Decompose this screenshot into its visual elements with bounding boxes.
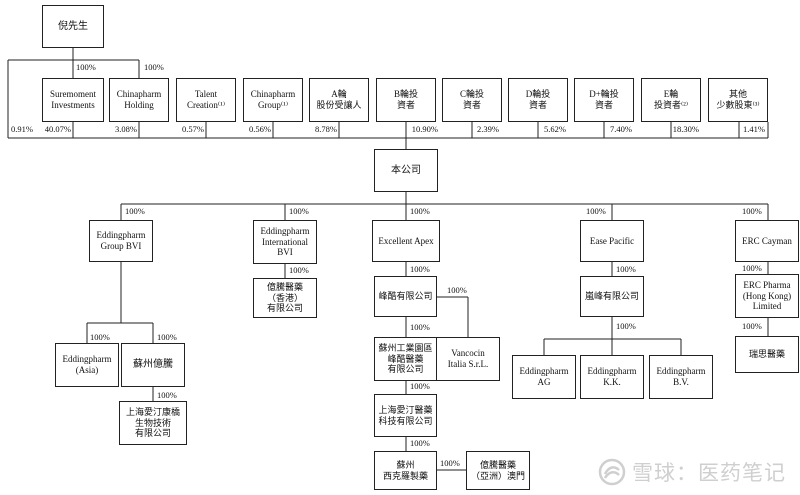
sub-percent: 100% (124, 206, 146, 216)
company-box: 本公司 (374, 149, 438, 192)
xike-box: 蘇州 西克羅製藥 (374, 451, 437, 490)
eddingpharm-bv-box: Eddingpharm B.V. (649, 355, 713, 399)
eddingpharm-ag-box: Eddingpharm AG (512, 355, 576, 399)
sub-percent: 100% (446, 285, 468, 295)
shanghai-aiting-box: 上海愛汀醫藥 科技有限公司 (374, 394, 437, 437)
suzhou-yiteng-box: 蘇州億騰 (121, 343, 185, 387)
watermark: 雪球：医药笔记 (598, 457, 786, 487)
sub-percent: 100% (741, 206, 763, 216)
lanfeng-box: 嵐峰有限公司 (580, 276, 644, 317)
shareholder-box: Chinapharm Group⁽¹⁾ (243, 78, 303, 122)
eddingpharm-kk-box: Eddingpharm K.K. (580, 355, 644, 399)
owner-suremoment-percent: 100% (75, 62, 97, 72)
shareholder-box: Suremoment Investments (42, 78, 104, 122)
ruisi-box: 瑞思醫藥 (735, 336, 799, 373)
shareholder-percent: 5.62% (543, 124, 567, 134)
sub-percent: 100% (409, 264, 431, 274)
sub-percent: 100% (439, 458, 461, 468)
sub-percent: 100% (288, 265, 310, 275)
shareholder-box: E輪 投資者⁽²⁾ (641, 78, 701, 122)
sub-percent: 100% (741, 321, 763, 331)
sub-percent: 100% (409, 438, 431, 448)
erc-hk-box: ERC Pharma (Hong Kong) Limited (735, 274, 799, 318)
yiteng-macau-box: 億騰醫藥 （亞洲）澳門 (466, 451, 530, 490)
fengku-box: 峰酷有限公司 (374, 276, 437, 317)
shareholder-percent: 18.30% (671, 124, 700, 134)
sub-percent: 100% (741, 263, 763, 273)
shareholder-percent: 1.41% (742, 124, 766, 134)
shareholder-box: C輪投 資者 (442, 78, 502, 122)
asia-box: Eddingpharm (Asia) (55, 343, 119, 387)
sub-percent: 100% (288, 206, 310, 216)
shareholder-box: A輪 股份受讓人 (309, 78, 369, 122)
shareholder-percent: 10.90% (410, 124, 439, 134)
shareholder-percent: 2.39% (476, 124, 500, 134)
sub-box: ERC Cayman (735, 220, 799, 262)
sub-percent: 100% (156, 390, 178, 400)
sub-box: Eddingpharm International BVI (253, 220, 317, 264)
shareholder-box: B輪投 資者 (376, 78, 436, 122)
vancocin-box: Vancocin Italia S.r.L. (436, 337, 500, 381)
shareholder-box: D輪投 資者 (508, 78, 568, 122)
snowball-logo-icon (598, 458, 626, 486)
owner-box: 倪先生 (42, 5, 104, 48)
sub-percent: 100% (409, 381, 431, 391)
shareholder-percent: 40.07% (43, 124, 72, 134)
shanghai-kangqiao-box: 上海愛汀康橋 生物技術 有限公司 (119, 401, 187, 445)
shareholder-percent: 8.78% (314, 124, 338, 134)
sub-percent: 100% (615, 264, 637, 274)
sub-percent: 100% (409, 206, 431, 216)
shareholder-box: Talent Creation⁽¹⁾ (176, 78, 236, 122)
yiteng-hk-box: 億騰醫藥 （香港） 有限公司 (253, 278, 317, 318)
shareholder-box: Chinapharm Holding (109, 78, 169, 122)
sub-box: Excellent Apex (372, 220, 440, 262)
sub-percent: 100% (615, 321, 637, 331)
owner-chinapharm-percent: 100% (143, 62, 165, 72)
shareholder-box: D+輪投 資者 (574, 78, 634, 122)
shareholder-percent: 0.57% (181, 124, 205, 134)
shareholder-box: 其他 少數股東⁽³⁾ (708, 78, 768, 122)
suzhou-fengku-box: 蘇州工業園區 峰酷醫藥 有限公司 (374, 337, 437, 381)
shareholder-percent: 3.08% (114, 124, 138, 134)
sub-percent: 100% (409, 322, 431, 332)
sub-box: Eddingpharm Group BVI (89, 220, 153, 262)
shareholder-percent: 0.56% (248, 124, 272, 134)
sub-percent: 100% (156, 332, 178, 342)
watermark-text: 雪球：医药笔记 (632, 461, 786, 485)
sub-percent: 100% (89, 332, 111, 342)
sub-box: Ease Pacific (580, 220, 644, 262)
owner-direct-percent: 0.91% (10, 124, 34, 134)
sub-percent: 100% (585, 206, 607, 216)
shareholder-percent: 7.40% (609, 124, 633, 134)
